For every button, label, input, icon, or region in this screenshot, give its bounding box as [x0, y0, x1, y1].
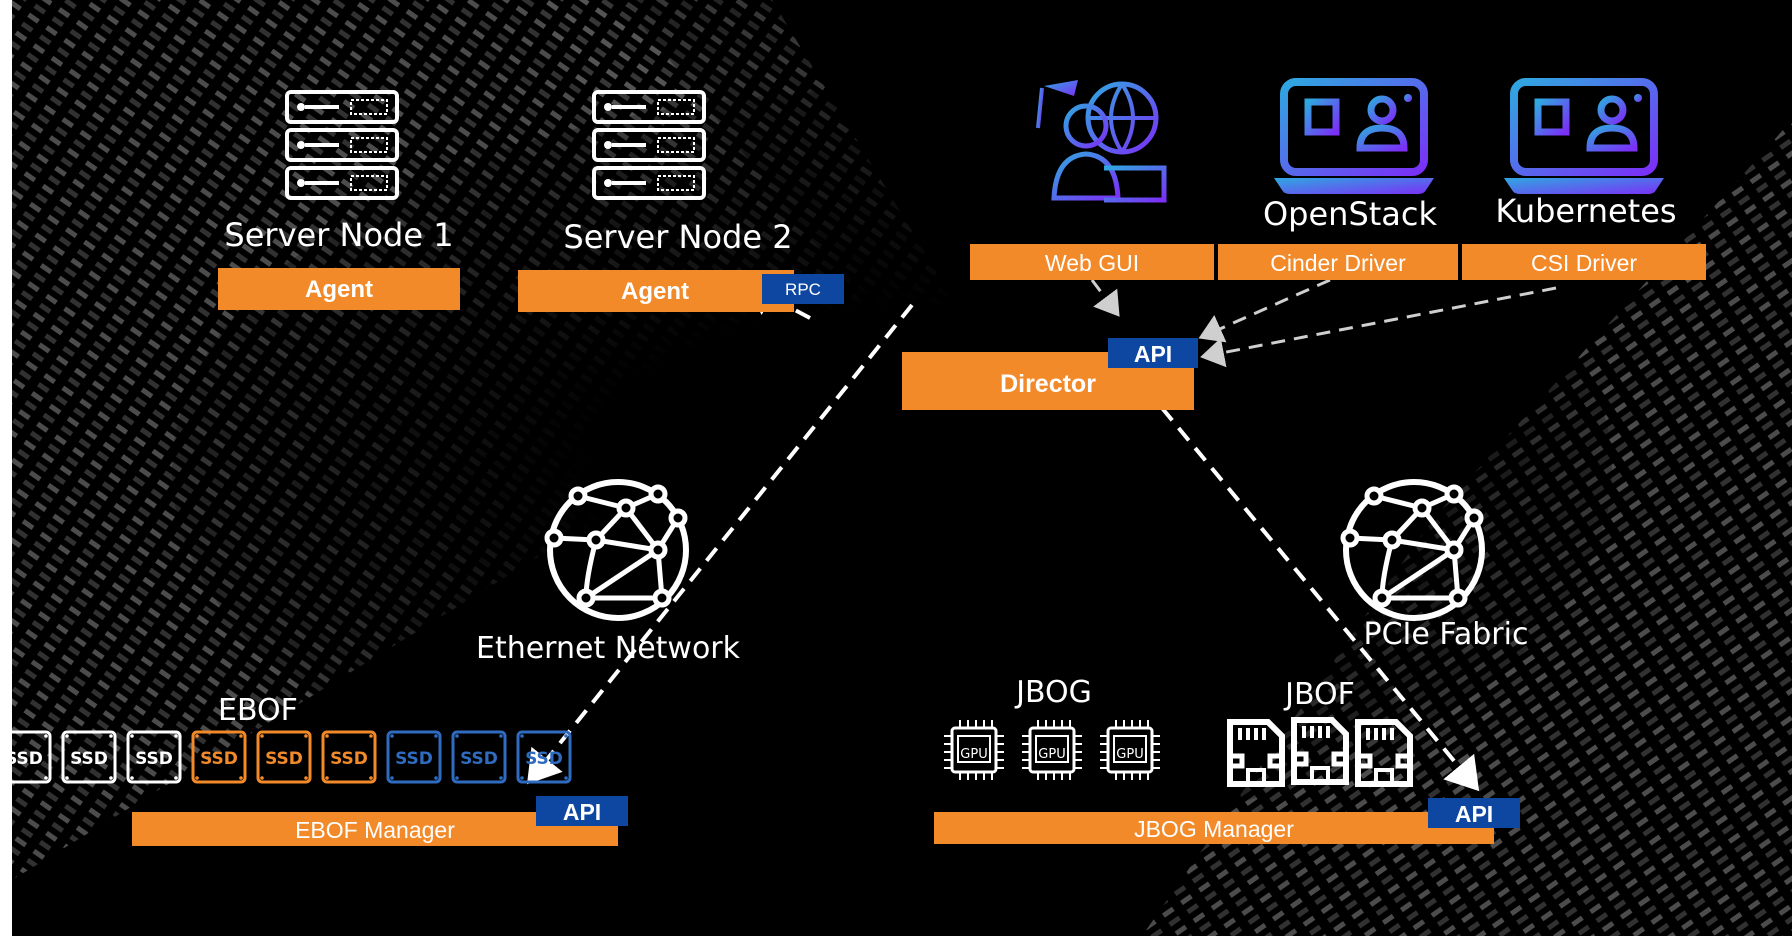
ssd-icon: SSD [516, 730, 572, 784]
jbof-title: JBOF [1283, 677, 1355, 712]
ssd-label: SSD [12, 749, 43, 769]
web-gui-bar [970, 244, 1214, 280]
ssd-icon: SSD [256, 730, 312, 784]
openstack-title: OpenStack [1263, 195, 1438, 233]
ebof-api-label: API [563, 799, 601, 825]
ssd-label: SSD [460, 749, 498, 769]
gpu-chip-label: GPU [1116, 747, 1143, 762]
ssd-label: SSD [525, 749, 563, 769]
director-api-label: API [1134, 341, 1172, 367]
ethernet-network-title: Ethernet Network [476, 631, 741, 666]
csi-driver-label: CSI Driver [1531, 250, 1637, 276]
ebof-title: EBOF [218, 693, 298, 728]
rpc-to-ebof-arrow [526, 303, 914, 785]
director-label: Director [1000, 370, 1096, 398]
pcie-fabric-title: PCIe Fabric [1364, 617, 1529, 652]
webgui-to-api-arrow [1090, 279, 1120, 317]
director-to-jbog-arrow [1160, 406, 1480, 792]
ssd-label: SSD [70, 749, 108, 769]
architecture-diagram: Server Node 1 Agent Server Node 2 Agent … [12, 0, 1792, 936]
ssd-icon: SSD [321, 730, 377, 784]
gpu-group: GPU GPU GPU [942, 718, 1162, 782]
ebof-manager-label: EBOF Manager [295, 817, 455, 843]
ssd-icon: SSD [451, 730, 507, 784]
gpu-chip-label: GPU [960, 747, 987, 762]
jbog-manager-bar [934, 812, 1494, 844]
ssd-icon: SSD [61, 730, 117, 784]
csi-driver-bar [1462, 244, 1706, 280]
ssd-label: SSD [200, 749, 238, 769]
director-api-badge [1108, 338, 1198, 368]
architecture-slide: Server Node 1 Agent Server Node 2 Agent … [12, 0, 1792, 936]
ssd-label: SSD [330, 749, 368, 769]
ssd-icon: SSD [126, 730, 182, 784]
ssd-icon: SSD [191, 730, 247, 784]
ssd-icon: SSD [12, 730, 52, 784]
ebof-api-badge [536, 796, 628, 826]
ssd-label: SSD [395, 749, 433, 769]
cinder-driver-bar [1218, 244, 1458, 280]
gpu-chip-label: GPU [1038, 747, 1065, 762]
jbog-title: JBOG [1014, 675, 1092, 710]
server-node-2-agent-label: Agent [621, 278, 689, 305]
kubernetes-title: Kubernetes [1495, 192, 1676, 230]
server-node-1-agent-label: Agent [305, 276, 373, 303]
ssd-row: SSD SSD SSD SSD SSD SSD SSD SSD SSD [12, 730, 572, 784]
ssd-label: SSD [265, 749, 303, 769]
server-node-1-agent-bar [218, 268, 460, 310]
csi-to-api-arrow [1200, 286, 1557, 368]
server-node-2-agent-bar [518, 270, 794, 312]
rpc-badge [762, 274, 844, 304]
ssd-icon: SSD [386, 730, 442, 784]
rpc-label: RPC [785, 280, 821, 299]
background-pattern [12, 0, 1792, 936]
server-node-2-title: Server Node 2 [563, 218, 792, 256]
jbog-api-label: API [1455, 801, 1493, 827]
laptop-user-icon [1504, 82, 1664, 194]
person-globe-icon [1036, 80, 1167, 203]
jbog-manager-label: JBOG Manager [1134, 816, 1294, 842]
jbog-api-badge [1428, 798, 1520, 828]
server-node-1-title: Server Node 1 [224, 216, 453, 254]
ssd-label: SSD [135, 749, 173, 769]
web-gui-label: Web GUI [1045, 250, 1139, 276]
cinder-driver-label: Cinder Driver [1270, 250, 1406, 276]
